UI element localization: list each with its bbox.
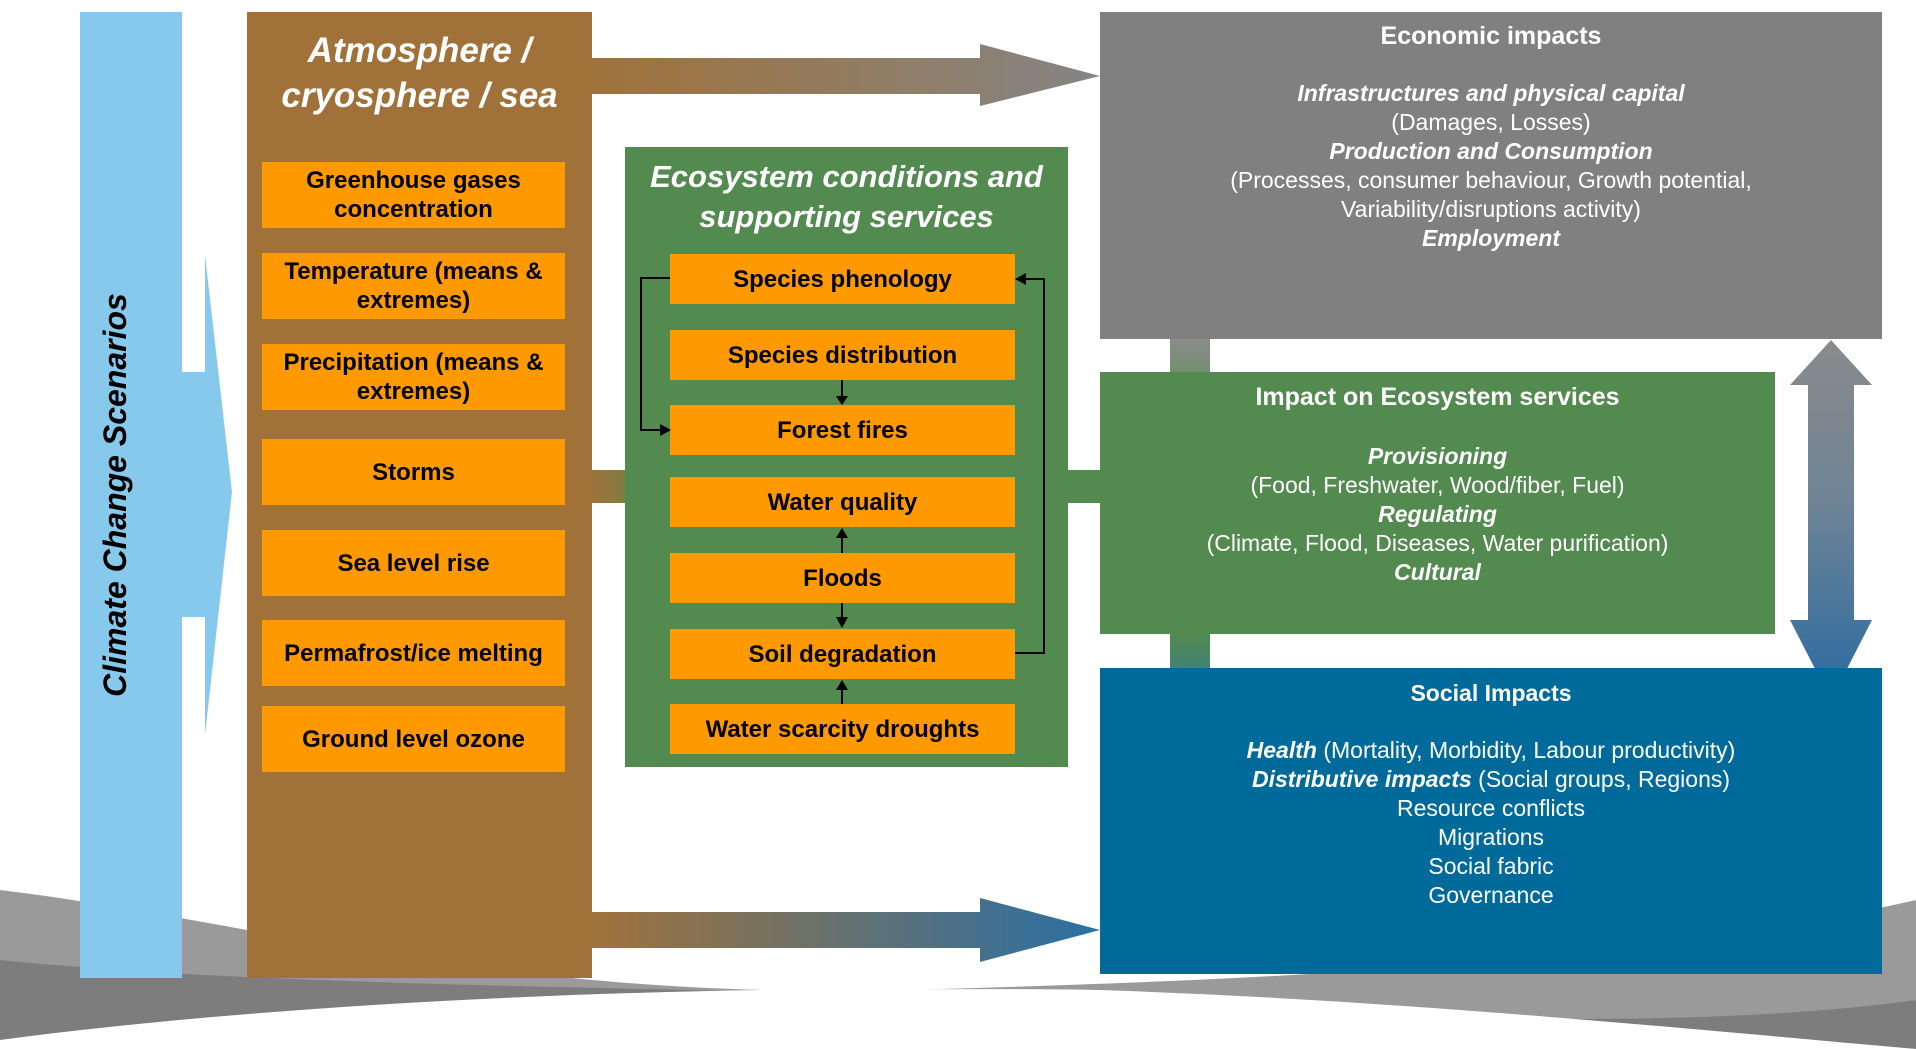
arrowhead <box>836 617 848 628</box>
ecosystem-item: Forest fires <box>670 405 1015 455</box>
atmosphere-item: Precipitation (means & extremes) <box>262 344 565 410</box>
social-health: Health <box>1246 737 1317 763</box>
social-line: Resource conflicts <box>1397 795 1585 821</box>
arrowhead <box>1015 273 1026 285</box>
economic-panel: Economic impacts Infrastructures and phy… <box>1100 12 1882 339</box>
arrow-atmosphere-to-economic <box>590 44 1100 106</box>
ecosystem-item: Species phenology <box>670 254 1015 304</box>
social-panel: Social Impacts Health (Mortality, Morbid… <box>1100 668 1882 974</box>
scenario-arrow <box>80 12 232 978</box>
arrowhead <box>836 396 848 405</box>
social-line: Distributive impacts (Social groups, Reg… <box>1100 765 1882 794</box>
atmosphere-item: Greenhouse gases concentration <box>262 162 565 228</box>
economic-line: Employment <box>1421 225 1561 251</box>
economic-line: Variability/disruptions activity) <box>1341 196 1641 222</box>
arrowhead <box>836 528 848 538</box>
economic-line: (Processes, consumer behaviour, Growth p… <box>1230 167 1752 193</box>
ecoservices-line: Regulating <box>1378 501 1497 527</box>
ecoservices-line: (Climate, Flood, Diseases, Water purific… <box>1206 530 1669 556</box>
social-title: Social Impacts <box>1410 680 1572 706</box>
arrowhead <box>836 680 848 690</box>
social-line: Migrations <box>1437 824 1545 850</box>
ecosystem-item: Soil degradation <box>670 629 1015 679</box>
ecoservices-panel: Impact on Ecosystem services Provisionin… <box>1100 372 1775 634</box>
arrow-atmosphere-to-social <box>590 898 1100 962</box>
atmosphere-item: Sea level rise <box>262 530 565 596</box>
social-line: Social fabric <box>1428 853 1554 879</box>
ecosystem-item: Water quality <box>670 477 1015 527</box>
ecoservices-title: Impact on Ecosystem services <box>1255 383 1620 411</box>
ecosystem-item: Water scarcity droughts <box>670 704 1015 754</box>
atmosphere-item: Storms <box>262 439 565 505</box>
economic-title: Economic impacts <box>1380 22 1602 50</box>
atmosphere-item: Temperature (means & extremes) <box>262 253 565 319</box>
atmosphere-item: Ground level ozone <box>262 706 565 772</box>
economic-line: Production and Consumption <box>1329 138 1653 164</box>
economic-line: (Damages, Losses) <box>1391 109 1591 135</box>
social-distributive-detail: (Social groups, Regions) <box>1471 766 1731 792</box>
ecosystem-item: Floods <box>670 553 1015 603</box>
atmosphere-item: Permafrost/ice melting <box>262 620 565 686</box>
ecoservices-line: Cultural <box>1394 559 1481 585</box>
social-line: Health (Mortality, Morbidity, Labour pro… <box>1100 736 1882 765</box>
arrowhead <box>660 424 671 436</box>
economic-line: Infrastructures and physical capital <box>1297 80 1685 106</box>
social-line: Governance <box>1428 882 1554 908</box>
double-arrow-economic-social <box>1790 340 1872 700</box>
social-distributive: Distributive impacts <box>1251 766 1472 792</box>
ecoservices-line: Provisioning <box>1367 443 1508 469</box>
wave-shape <box>0 989 1916 1049</box>
ecosystem-title: Ecosystem conditions and supporting serv… <box>650 159 1043 234</box>
atmosphere-title: Atmosphere / cryosphere / sea <box>281 31 558 115</box>
social-health-detail: (Mortality, Morbidity, Labour productivi… <box>1316 737 1736 763</box>
ecosystem-item: Species distribution <box>670 330 1015 380</box>
ecoservices-line: (Food, Freshwater, Wood/fiber, Fuel) <box>1250 472 1625 498</box>
